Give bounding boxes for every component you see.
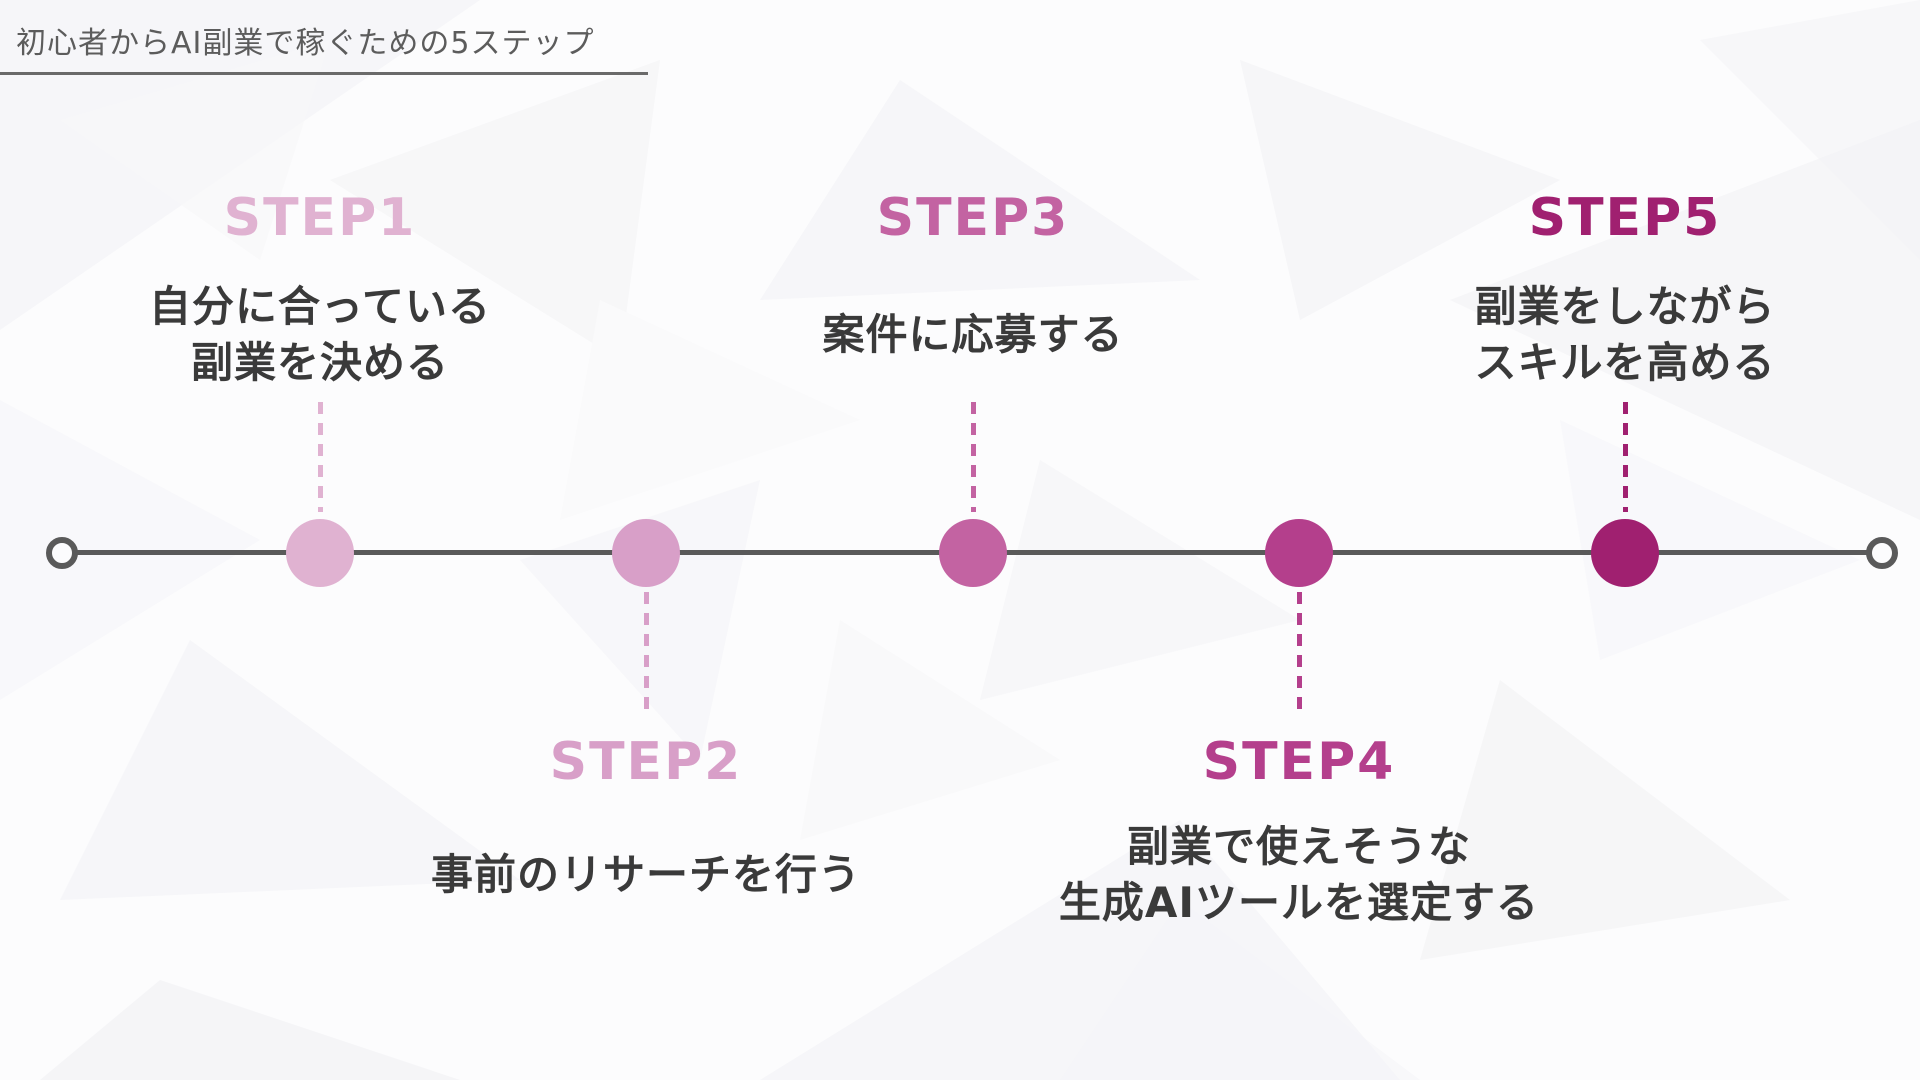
step-3-description: 案件に応募する <box>822 278 1123 392</box>
step-4-description: 副業で使えそうな 生成AIツールを選定する <box>1059 818 1539 932</box>
step-5-description-line: スキルを高める <box>1474 338 1776 387</box>
step-5-description: 副業をしながら スキルを高める <box>1474 278 1775 392</box>
step-1-dot <box>286 519 354 587</box>
step-3-connector-line <box>970 402 976 512</box>
step-1-description: 自分に合っている 副業を決める <box>149 278 491 392</box>
step-2-connector-line <box>643 592 649 710</box>
title-block: 初心者からAI副業で稼ぐための5ステップ <box>0 12 648 75</box>
step-1-description-line: 副業を決める <box>190 338 449 387</box>
step-4-description-line: 生成AIツールを選定する <box>1058 878 1540 927</box>
step-1-label: STEP1 <box>223 188 417 248</box>
step-2-description-line: 事前のリサーチを行う <box>430 850 861 899</box>
step-5-column: STEP5 副業をしながら スキルを高める <box>1305 192 1920 512</box>
step-4-dot <box>1265 519 1333 587</box>
step-3-description-line: 案件に応募する <box>822 310 1124 359</box>
step-5-dot <box>1591 519 1659 587</box>
step-5-connector-line <box>1622 402 1628 512</box>
step-2-dot <box>612 519 680 587</box>
step-1-connector-line <box>317 402 323 512</box>
step-2-column: STEP2 事前のリサーチを行う <box>326 592 966 932</box>
step-2-description: 事前のリサーチを行う <box>431 818 861 932</box>
page-title: 初心者からAI副業で稼ぐための5ステップ <box>16 26 595 61</box>
step-4-connector-line <box>1296 592 1302 710</box>
step-3-column: STEP3 案件に応募する <box>653 192 1293 512</box>
step-4-column: STEP4 副業で使えそうな 生成AIツールを選定する <box>979 592 1619 932</box>
step-3-dot <box>939 519 1007 587</box>
step-1-column: STEP1 自分に合っている 副業を決める <box>0 192 640 512</box>
timeline-end-circle-icon <box>1866 537 1898 569</box>
step-1-description-line: 自分に合っている <box>149 282 491 331</box>
step-2-label: STEP2 <box>549 732 743 792</box>
step-4-label: STEP4 <box>1202 732 1396 792</box>
step-3-label: STEP3 <box>876 188 1070 248</box>
step-5-description-line: 副業をしながら <box>1474 282 1776 331</box>
step-4-description-line: 副業で使えそうな <box>1126 822 1471 871</box>
step-5-label: STEP5 <box>1528 188 1722 248</box>
timeline-start-circle-icon <box>46 537 78 569</box>
